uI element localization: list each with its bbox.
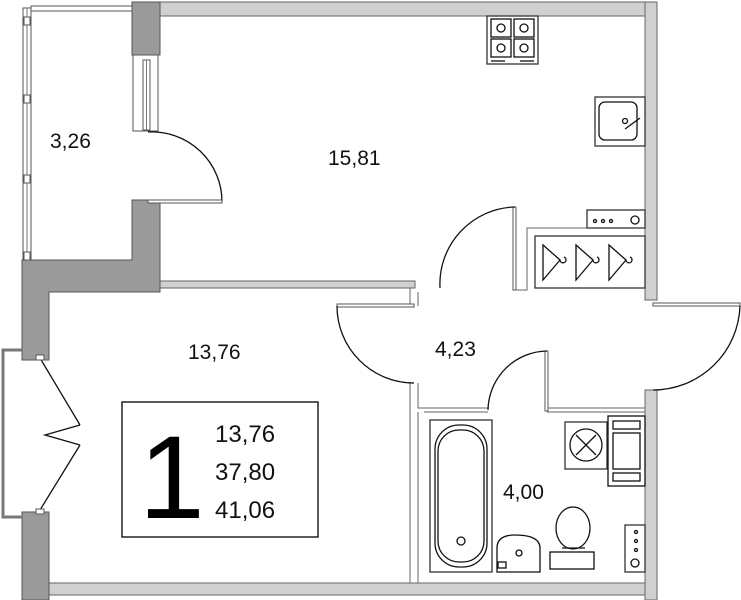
bathtub-icon [429,419,493,573]
bedroom-window [1,348,81,519]
bedroom-area-label: 13,76 [188,341,241,364]
shelf-icon [607,415,646,487]
total-area-value: 37,80 [215,459,275,486]
outer-walls [48,1,658,600]
living-area-value: 13,76 [215,421,275,448]
hallway-area-label: 4,23 [435,338,476,361]
bathroom-door [487,350,549,412]
appliance-icon [586,209,646,229]
partition-walls [409,227,645,583]
total-area-with-balcony-value: 41,06 [215,497,275,524]
balcony-window [132,54,159,132]
balcony-area-label: 3,26 [50,130,91,153]
electrical-panel-icon [624,524,646,573]
bedroom-door [336,303,415,384]
summary-box: 1 13,76 37,80 41,06 [121,401,319,544]
balcony-door [147,131,223,204]
bathroom-area-label: 4,00 [503,481,544,504]
kitchen-living-area-label: 15,81 [328,147,381,170]
wardrobe-hangers-icon [534,235,646,289]
washing-machine-icon [564,421,608,470]
entrance-door [652,302,741,391]
stove-icon [486,15,539,65]
kitchen-sink-icon [594,96,646,147]
toilet-icon [549,506,595,570]
balcony-glazing [22,5,133,261]
washbasin-icon [496,534,541,573]
rooms-count: 1 [139,412,205,544]
kitchen-door [439,206,517,291]
